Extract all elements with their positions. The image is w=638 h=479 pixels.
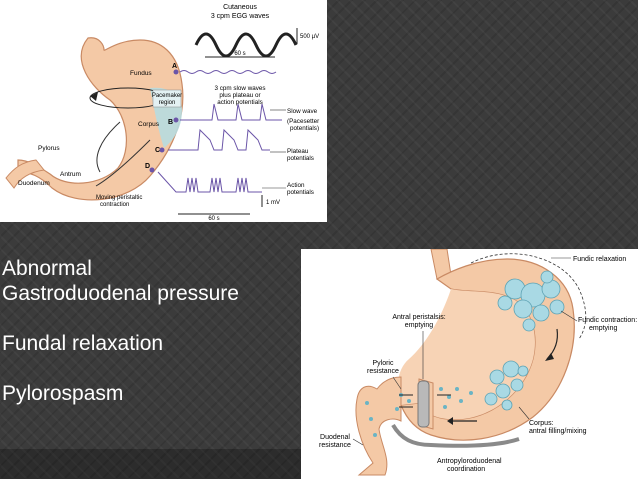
trace-d: [157, 171, 262, 193]
label-corpus: Corpus: [138, 121, 160, 128]
egg-title-2: 3 cpm EGG waves: [211, 13, 270, 20]
bullet-text-list: Abnormal Gastroduodenal pressure Fundal …: [2, 256, 239, 406]
corpus-bubbles: [484, 360, 529, 411]
slow-title-1: 3 cpm slow waves: [214, 85, 265, 92]
label-fundus: Fundus: [130, 70, 152, 77]
label-plateau-2: potentials: [287, 155, 314, 162]
slow-title-3: action potentials: [217, 99, 263, 106]
pointer-duodenal-resistance: [352, 438, 364, 446]
label-antrum: Antrum: [60, 171, 81, 178]
point-b-label: B: [168, 119, 173, 126]
bullet-line-fundal-relaxation: Fundal relaxation: [2, 332, 164, 355]
egg-scale-label: 500 µV: [300, 34, 319, 40]
label-pyloric-resistance-2: resistance: [367, 368, 399, 375]
gastric-motility-figure: Fundic relaxation Fundic contraction: em…: [301, 249, 638, 479]
electrode-point-c: [159, 147, 165, 153]
scale-time-label: 60 s: [208, 216, 219, 222]
label-pylorus: Pylorus: [38, 145, 60, 152]
stomach-shape: [17, 37, 184, 201]
trace-b: [180, 103, 282, 121]
pointer-pyloric-resistance: [392, 376, 402, 390]
egg-title-1: Cutaneous: [223, 4, 257, 11]
label-antral-peristalsis-1: Antral peristalsis:: [392, 314, 445, 321]
label-slow-wave: Slow wave: [287, 108, 318, 115]
label-corpus-1: Corpus:: [529, 420, 554, 427]
rotation-arrowhead: [90, 92, 98, 101]
label-pacesetter-1: (Pacesetter: [287, 118, 319, 125]
label-duodenal-resistance-2: resistance: [319, 442, 351, 449]
label-corpus-2: antral filling/mixing: [529, 428, 587, 435]
label-fundic-relaxation: Fundic relaxation: [573, 256, 626, 263]
contraction-arrow-2: [95, 139, 151, 187]
bullet-line-gastroduodenal-pressure: Gastroduodenal pressure: [2, 282, 239, 305]
label-pyloric-resistance-1: Pyloric: [372, 360, 394, 367]
pointer-corpus: [518, 406, 530, 420]
pyloric-sphincter: [417, 380, 430, 428]
antropyloroduodenal-band: [391, 423, 520, 448]
flow-arrowhead-antrum: [447, 417, 453, 425]
contraction-arrow-1: [96, 121, 121, 173]
bullet-line-pylorospasm: Pylorospasm: [2, 382, 124, 405]
label-pacesetter-2: potentials): [290, 125, 319, 132]
label-pacemaker-1: Pacemaker: [152, 93, 182, 99]
pacemaker-label-box: [152, 89, 182, 108]
point-c-label: C: [155, 147, 160, 154]
label-antropyloroduodenal-2: coordination: [447, 466, 485, 473]
fundus-bubbles: [497, 270, 565, 332]
label-duodenum: Duodenum: [18, 180, 50, 187]
label-plateau-1: Plateau: [287, 148, 309, 155]
electrode-point-a: [173, 69, 179, 75]
egg-time-label: 60 s: [234, 51, 245, 57]
electrode-point-d: [149, 167, 155, 173]
bullet-spacer-2: [2, 356, 239, 381]
fundic-relaxation-outline: [470, 253, 587, 340]
label-duodenal-resistance-1: Duodenal: [320, 434, 350, 441]
label-fundic-contraction-2: emptying: [589, 325, 618, 332]
slow-title-2: plus plateau or: [219, 92, 260, 99]
label-action-2: potentials: [287, 189, 314, 196]
gastric-slow-wave-figure: Cutaneous 3 cpm EGG waves 500 µV 60 s A …: [0, 0, 327, 222]
point-a-label: A: [172, 63, 177, 70]
label-action-1: Action: [287, 182, 305, 189]
scale-mv-label: 1 mV: [266, 200, 280, 206]
label-moving-1: Moving peristaltic: [96, 195, 142, 201]
bullet-spacer-1: [2, 306, 239, 331]
label-moving-2: contraction: [100, 202, 129, 208]
label-fundic-contraction-1: Fundic contraction:: [578, 317, 637, 324]
electrode-point-b: [173, 117, 179, 123]
label-antral-peristalsis-2: emptying: [405, 322, 434, 329]
flow-arrowhead-corpus: [545, 353, 554, 361]
point-d-label: D: [145, 163, 150, 170]
pointer-fundic-contraction: [560, 310, 578, 322]
label-pacemaker-2: region: [159, 100, 176, 106]
chyme-dots: [365, 387, 473, 437]
trace-a: [179, 70, 277, 74]
duodenum-shape: [5, 159, 45, 189]
trace-c: [168, 128, 270, 151]
label-antropyloroduodenal-1: Antropyloroduodenal: [437, 458, 502, 465]
bullet-line-abnormal: Abnormal: [2, 257, 92, 280]
egg-wave-trace: [194, 32, 298, 58]
